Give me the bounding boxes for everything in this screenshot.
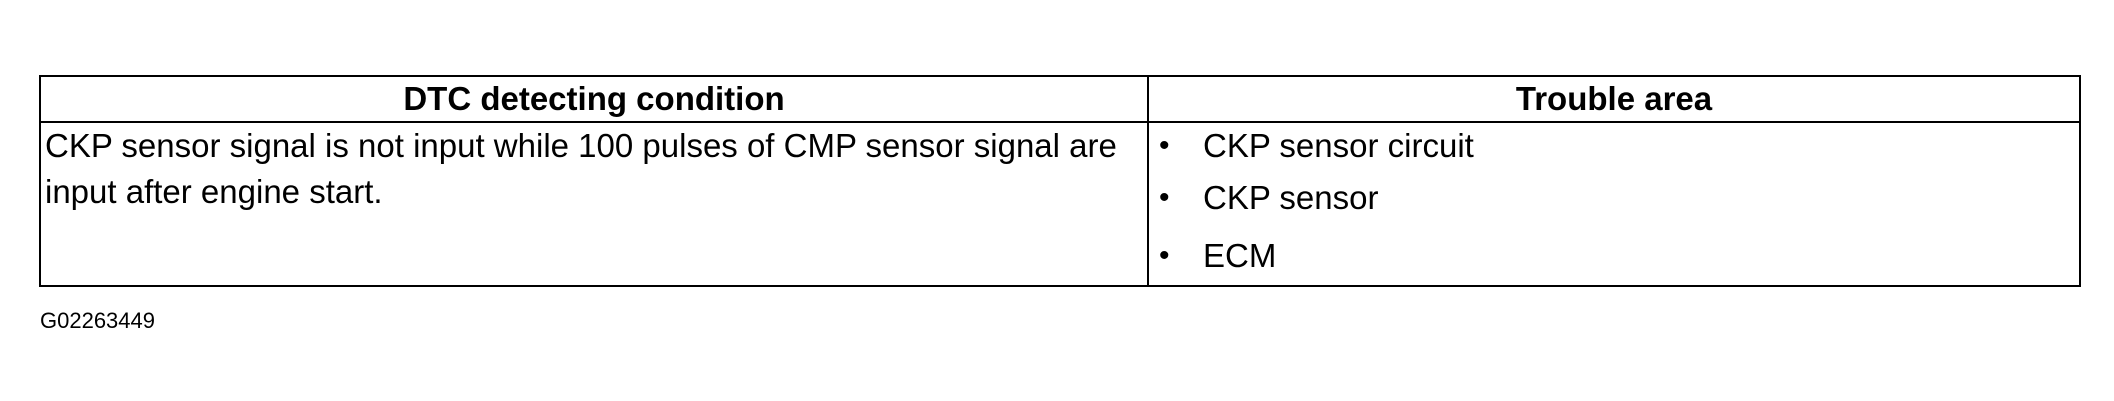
list-item: • CKP sensor circuit [1149,123,2079,169]
condition-text: CKP sensor signal is not input while 100… [45,127,1117,210]
trouble-area-cell: • CKP sensor circuit • CKP sensor • ECM [1147,121,2081,287]
header-dtc-detecting-condition: DTC detecting condition [39,75,1149,123]
list-item: • CKP sensor [1149,169,2079,227]
table-header-row: DTC detecting condition Trouble area [39,75,2081,123]
trouble-item-label: CKP sensor circuit [1203,127,1474,164]
trouble-item-label: CKP sensor [1203,179,1379,216]
header-trouble-area: Trouble area [1147,75,2081,123]
bullet-icon: • [1159,181,1170,214]
trouble-item-label: ECM [1203,237,1277,274]
trouble-area-list: • CKP sensor circuit • CKP sensor • ECM [1149,123,2079,285]
bullet-icon: • [1159,129,1170,162]
condition-cell: CKP sensor signal is not input while 100… [39,121,1149,287]
bullet-icon: • [1159,239,1170,272]
figure-id: G02263449 [40,308,155,333]
table-row: CKP sensor signal is not input while 100… [39,121,2081,287]
list-item: • ECM [1149,227,2079,285]
dtc-table: DTC detecting condition Trouble area CKP… [39,75,2081,287]
